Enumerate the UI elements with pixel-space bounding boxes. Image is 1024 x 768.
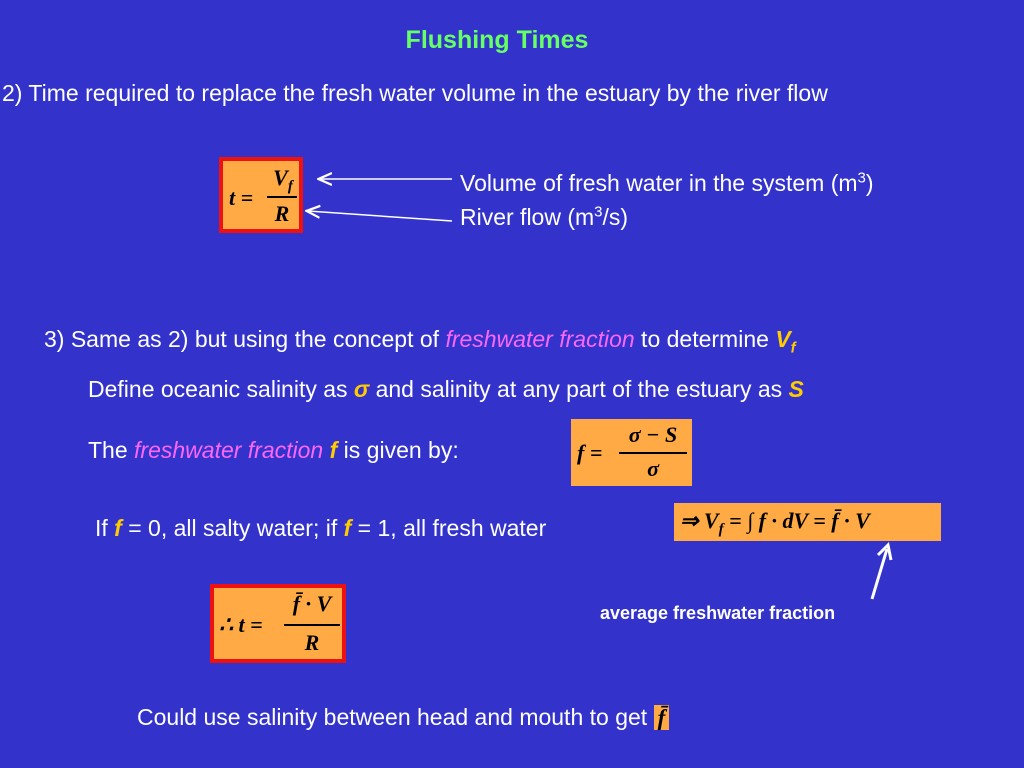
average-freshwater-caption: average freshwater fraction <box>600 603 836 623</box>
average-pointer-arrow <box>870 541 893 600</box>
formula-result-box: ∴ t = f̄ · V R <box>210 584 346 663</box>
formula-lhs: t = <box>229 185 254 210</box>
formula-numerator: Vf <box>273 165 293 195</box>
point-3-text: 3) Same as 2) but using the concept of f… <box>44 326 796 357</box>
formula-fraction-box: f = σ − S σ <box>571 419 692 486</box>
pointer-arrows <box>300 165 453 222</box>
fraction-bar <box>619 452 687 454</box>
bottom-note-text: Could use salinity between head and mout… <box>137 704 670 731</box>
formula-lhs: ∴ t = <box>219 612 263 637</box>
fraction-bar <box>284 624 340 626</box>
fraction-bar <box>267 196 297 198</box>
formula-numerator: f̄ · V <box>292 591 332 616</box>
formula-volume-integral-box: ⇒ Vf = ∫ f · dV = f̄ · V <box>674 503 941 541</box>
formula-numerator: σ − S <box>628 422 678 447</box>
slide-title: Flushing Times <box>405 26 589 54</box>
formula-denominator: σ <box>647 456 659 481</box>
river-arrow <box>308 211 453 222</box>
formula-flushing-time-box: t = Vf R <box>219 157 303 233</box>
formula-lhs: f = <box>577 440 603 465</box>
formula-denominator: R <box>274 201 290 226</box>
volume-label: Volume of fresh water in the system (m3) <box>460 169 874 196</box>
fbar-symbol: f̄ <box>653 705 670 730</box>
fraction-limits-text: If f = 0, all salty water; if f = 1, all… <box>95 515 547 541</box>
formula-denominator: R <box>304 630 320 655</box>
freshwater-fraction-text: The freshwater fraction f is given by: <box>88 437 459 463</box>
river-flow-label: River flow (m3/s) <box>460 203 629 230</box>
define-salinity-text: Define oceanic salinity as σ and salinit… <box>88 376 804 402</box>
point-2-text: 2) Time required to replace the fresh wa… <box>2 80 828 106</box>
formula-volume-integral: ⇒ Vf = ∫ f · dV = f̄ · V <box>680 508 870 538</box>
